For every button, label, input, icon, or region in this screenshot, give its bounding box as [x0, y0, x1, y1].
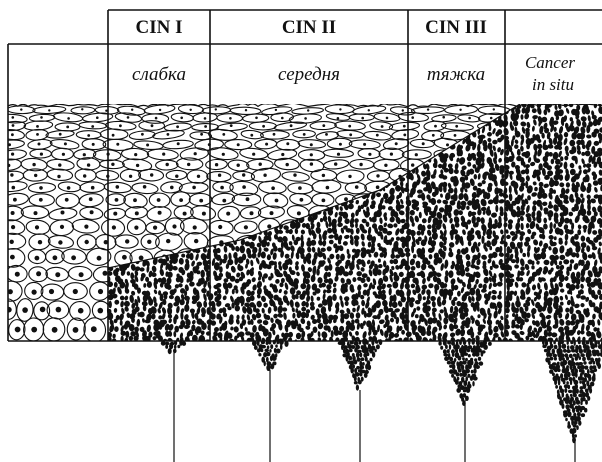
grade-label-cin-3: CIN III: [425, 17, 487, 38]
degree-label-mild: слабка: [132, 64, 186, 85]
grade-label-cin-2: CIN II: [282, 17, 336, 38]
degree-label-cancer-line1: Cancer: [525, 53, 575, 72]
epithelium: [0, 93, 602, 346]
vertical-guide-lines: [174, 350, 575, 462]
grade-label-cin-1: CIN I: [136, 17, 183, 38]
header-labels: CIN I CIN II CIN III слабка середня тяжк…: [132, 17, 575, 94]
degree-label-cancer-line2: in situ: [532, 75, 574, 94]
invasion-cones: [161, 339, 602, 443]
degree-label-moderate: середня: [278, 64, 340, 85]
degree-label-severe: тяжка: [427, 64, 485, 85]
stroma: [161, 339, 602, 462]
epithelial-surface: [8, 103, 602, 106]
